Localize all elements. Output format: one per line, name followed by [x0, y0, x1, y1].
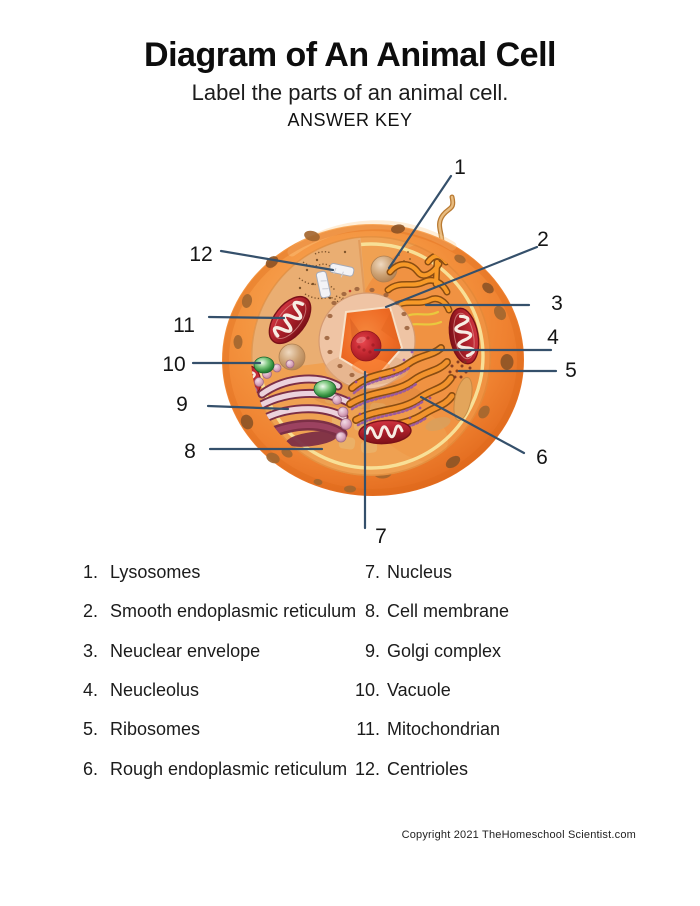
answer-item: 5. Ribosomes	[70, 710, 370, 749]
nucleus	[318, 286, 416, 390]
answer-label: Lysosomes	[110, 562, 201, 583]
answer-label: Centrioles	[387, 758, 469, 779]
answer-label: Smooth endoplasmic reticulum	[110, 601, 357, 622]
diagram-number-3: 3	[551, 292, 563, 315]
answer-item: 3. Neuclear envelope	[70, 632, 370, 671]
smooth-endoplasmic-reticulum	[384, 252, 453, 330]
rough-endoplasmic-reticulum	[346, 344, 456, 439]
vacuole-left	[253, 356, 275, 374]
diagram-number-2: 2	[537, 228, 549, 251]
answer-number: 12.	[354, 758, 380, 779]
answer-column-right: 7. Nucleus 8. Cell membrane 9. Golgi comple…	[340, 553, 660, 789]
leader-line-6	[419, 395, 526, 455]
vacuole-right	[313, 380, 337, 398]
answer-label: Neuclear envelope	[110, 640, 261, 661]
ribosome-dots	[448, 360, 472, 379]
copyright-notice: Copyright 2021 TheHomeschool Scientist.c…	[401, 829, 636, 841]
answer-number: 4.	[82, 680, 98, 701]
answer-item: 1. Lysosomes	[70, 553, 370, 592]
answer-number: 2.	[82, 601, 98, 622]
answer-label: Nucleus	[387, 562, 453, 583]
answer-item: 6. Rough endoplasmic reticulum	[70, 749, 370, 788]
leader-line-9	[206, 404, 290, 411]
answer-item: 12. Centrioles	[340, 749, 660, 788]
diagram-number-6: 6	[536, 446, 548, 469]
page-subtitle: Label the parts of an animal cell.	[191, 80, 509, 105]
leader-line-12	[219, 249, 335, 272]
answer-number: 11.	[356, 719, 380, 740]
nucleolus	[350, 330, 382, 362]
answer-number: 7.	[364, 562, 380, 583]
answer-column-left: 1. Lysosomes 2. Smooth endoplasmic reticul…	[70, 553, 370, 789]
answer-number: 3.	[82, 640, 98, 661]
answer-number: 6.	[82, 758, 98, 779]
animal-cell-illustration	[222, 194, 524, 496]
answer-item: 2. Smooth endoplasmic reticulum	[70, 592, 370, 631]
diagram-number-5: 5	[565, 359, 577, 382]
answer-number: 10.	[354, 680, 380, 701]
diagram-number-7: 7	[375, 525, 387, 548]
diagram-numbers: 1 2 3 4 5 6 7 8 9 10 11 12	[162, 156, 577, 548]
answer-number: 8.	[364, 601, 380, 622]
diagram-number-9: 9	[176, 393, 188, 416]
leader-lines	[191, 174, 558, 530]
leader-line-1	[387, 174, 453, 270]
answer-item: 11. Mitochondrian	[340, 710, 660, 749]
answer-number: 1.	[82, 562, 98, 583]
lysosome-left	[278, 343, 306, 371]
answer-number: 5.	[82, 719, 98, 740]
diagram-number-8: 8	[184, 440, 196, 463]
answer-number: 9.	[364, 640, 380, 661]
answer-key-label: ANSWER KEY	[287, 110, 413, 130]
diagram-number-11: 11	[173, 314, 195, 337]
diagram-number-12: 12	[189, 243, 212, 266]
answer-item: 4. Neucleolus	[70, 671, 370, 710]
mitochondrion-bottom	[358, 419, 412, 445]
diagram-number-1: 1	[454, 156, 466, 179]
centrioles	[315, 262, 355, 299]
flagellum	[437, 194, 456, 251]
diagram-number-10: 10	[162, 353, 185, 376]
mitochondrion-left	[268, 295, 312, 345]
answer-label: Mitochondrian	[387, 719, 501, 740]
page-title: Diagram of An Animal Cell	[144, 36, 556, 74]
answer-label: Rough endoplasmic reticulum	[110, 758, 348, 779]
answer-item: 8. Cell membrane	[340, 592, 660, 631]
leader-line-2	[384, 245, 539, 309]
answer-label: Vacuole	[387, 680, 451, 701]
answer-label: Neucleolus	[110, 680, 200, 701]
answer-label: Golgi complex	[387, 640, 502, 661]
leader-line-11	[207, 315, 286, 320]
answer-label: Cell membrane	[387, 601, 510, 622]
diagram-number-4: 4	[547, 326, 559, 349]
answer-item: 7. Nucleus	[340, 553, 660, 592]
answer-label: Ribosomes	[110, 719, 201, 740]
answer-item: 10. Vacuole	[340, 671, 660, 710]
answer-item: 9. Golgi complex	[340, 632, 660, 671]
